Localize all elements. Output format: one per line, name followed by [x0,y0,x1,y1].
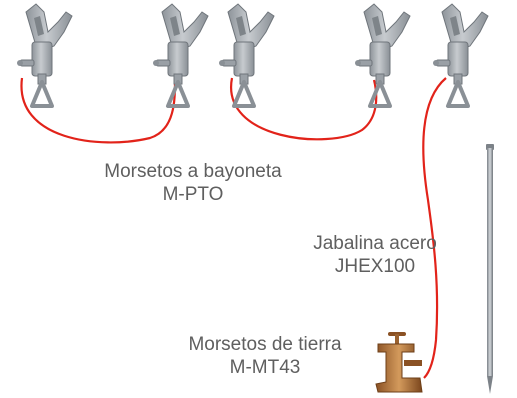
ground-clamp [375,332,423,393]
bayonet-clamps-label-line2: M-PTO [162,184,224,205]
bayonet-clamp-4 [353,2,412,108]
bayonet-clamp-5 [431,2,490,108]
steel-rod-label-line2: JHEX100 [334,256,416,277]
ground-clamp-label: Morsetos de tierra M-MT43 [150,333,380,379]
bayonet-clamp-3 [217,2,276,108]
ground-clamp-label-line1: Morsetos de tierra [188,334,342,355]
ground-clamp-label-line2: M-MT43 [229,357,301,378]
steel-rod-label: Jabalina acero JHEX100 [290,232,460,278]
ground-rod [486,144,494,394]
cable-3 [422,77,447,379]
cable-2 [230,77,378,141]
bayonet-clamps-label-line1: Morsetos a bayoneta [104,161,282,182]
bayonet-clamp-2 [151,2,210,108]
bayonet-clamps-label: Morsetos a bayoneta M-PTO [78,160,308,206]
bayonet-clamp-1 [15,2,74,108]
steel-rod-label-line1: Jabalina acero [313,233,437,254]
